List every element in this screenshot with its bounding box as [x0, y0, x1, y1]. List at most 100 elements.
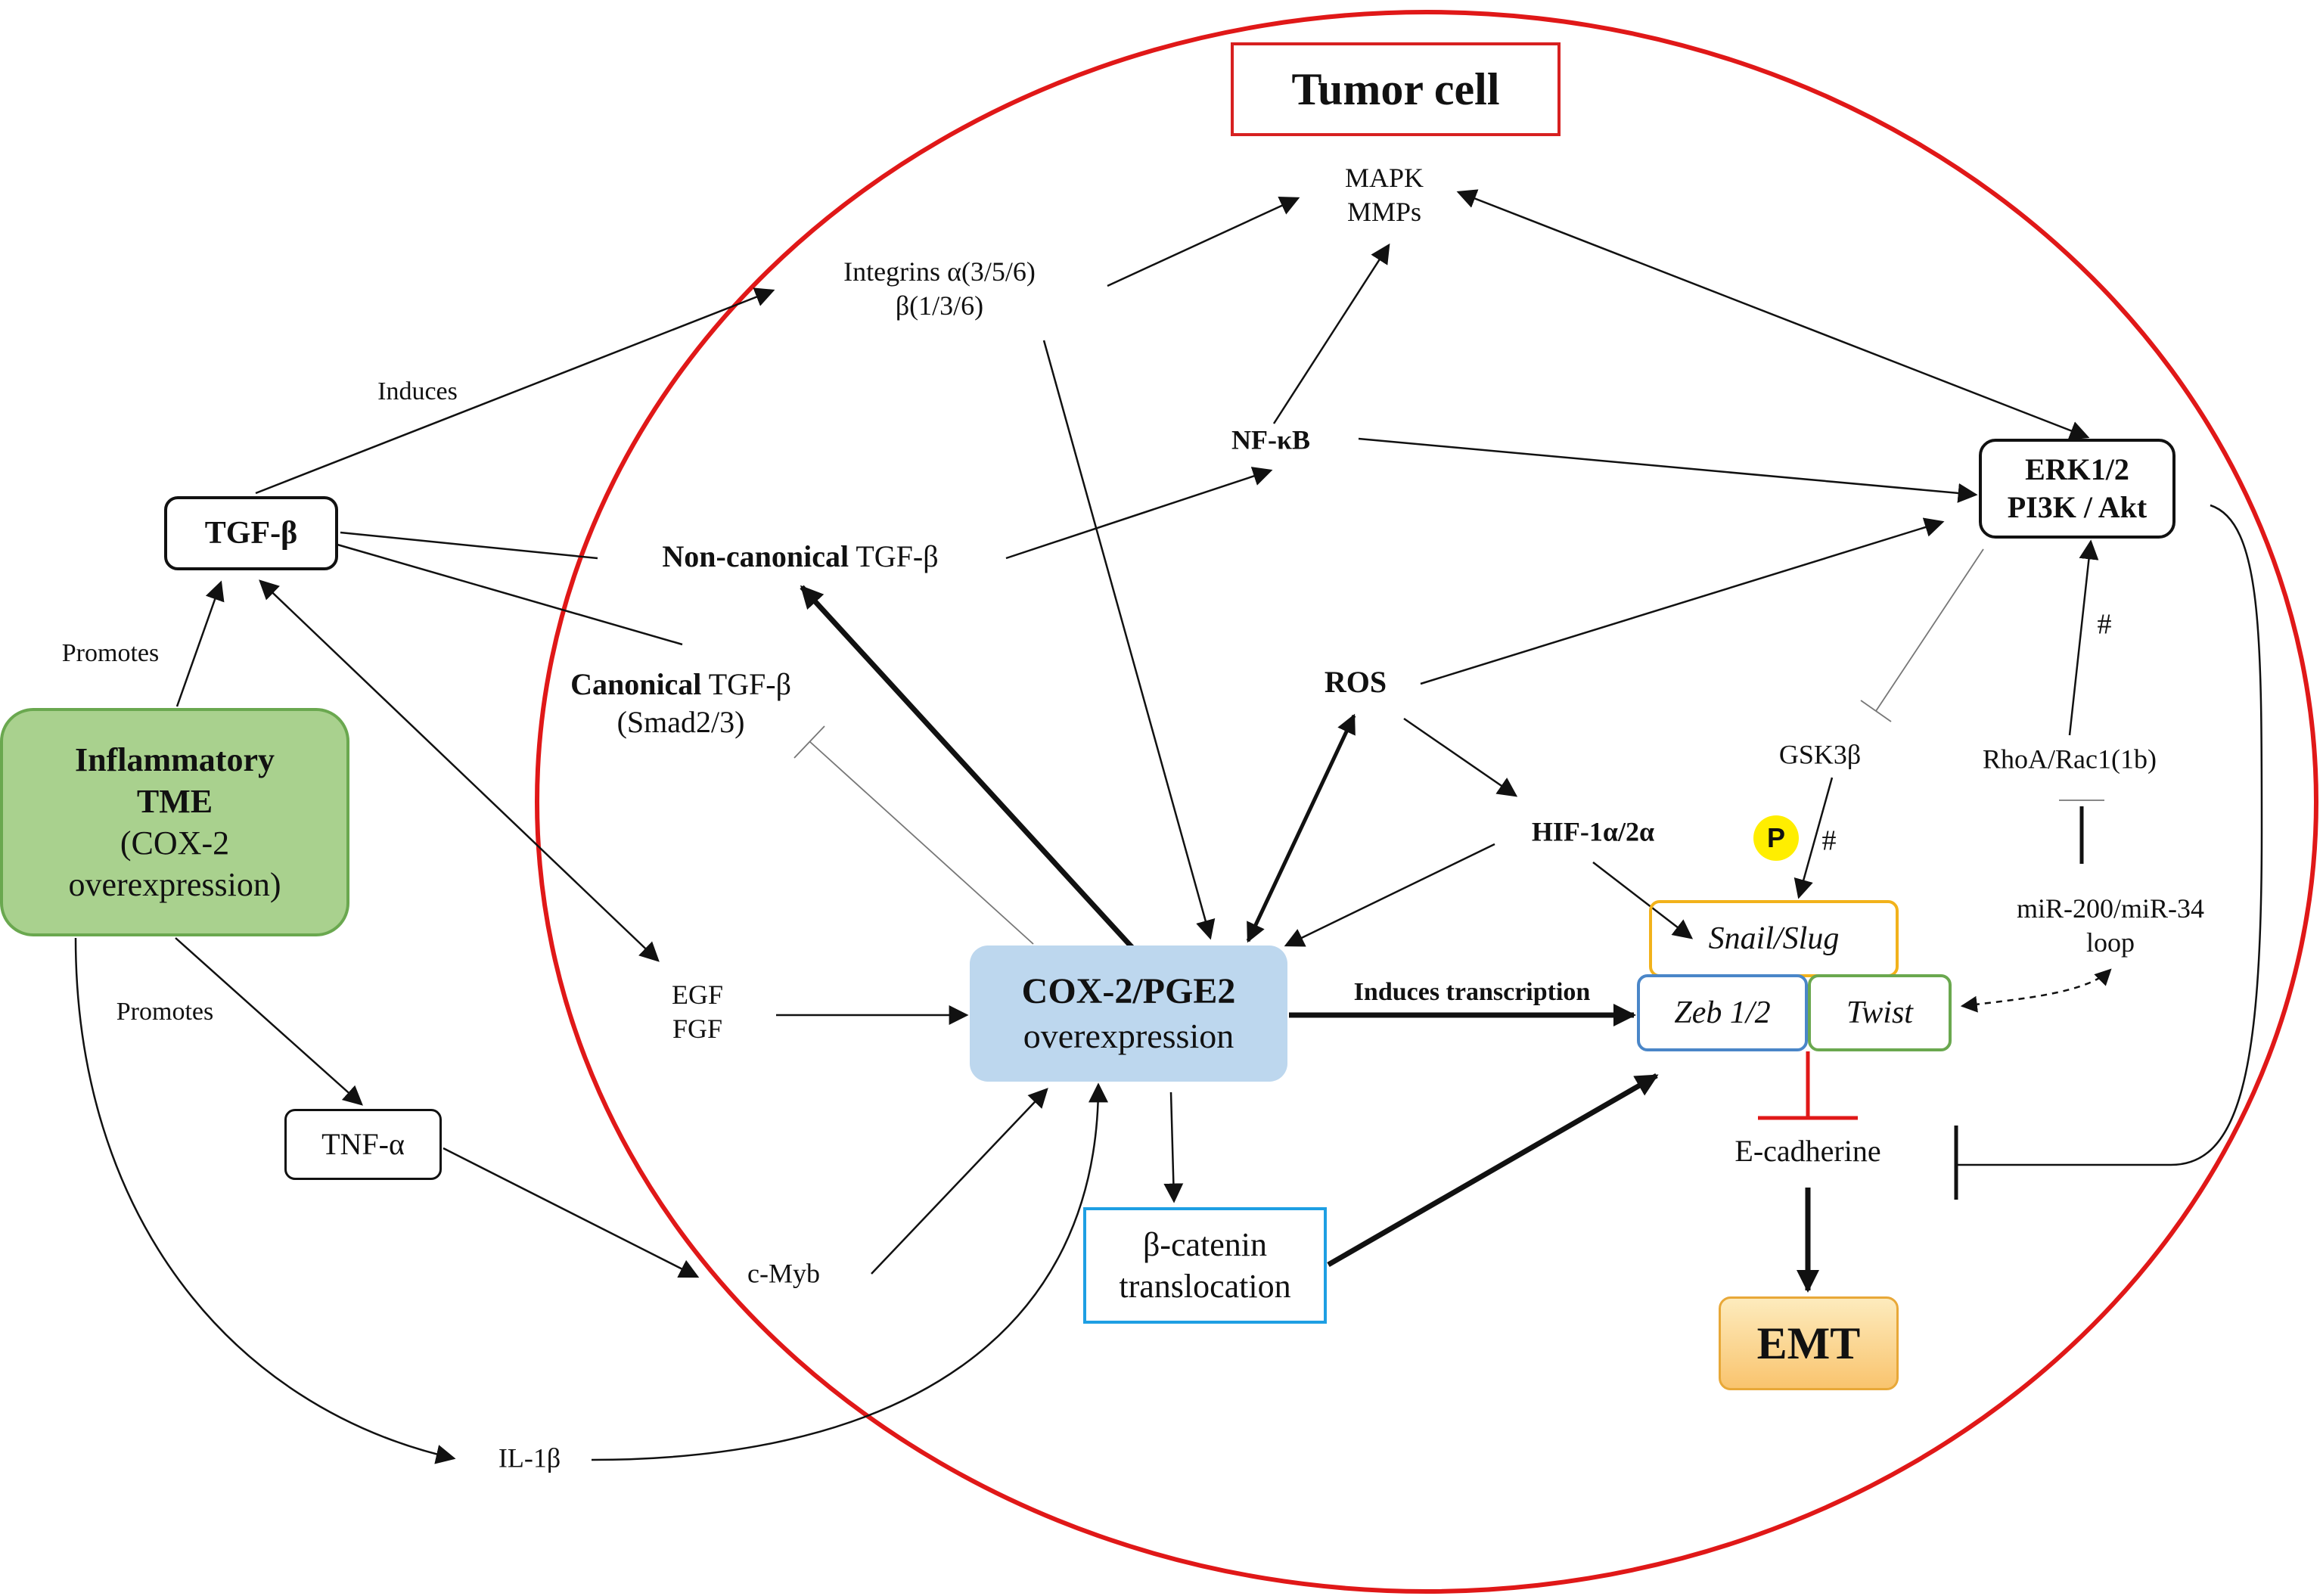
edge-integrins-mapk [1107, 196, 1300, 287]
edge-nfkb-erk [1358, 437, 1978, 503]
edge-erk-gsk-bar [1860, 700, 1892, 722]
edge-cox-catenin [1163, 1091, 1184, 1203]
edge-gsk-snail [1793, 777, 1834, 899]
node-hif: HIF-1α/2α [1532, 815, 1654, 849]
edge-tgf-egf [259, 579, 660, 962]
hash-rhoa-label: # [2097, 608, 2112, 641]
edge-tnf-cmyb [443, 1147, 700, 1278]
node-tgf-beta-label: TGF-β [204, 515, 298, 551]
edge-hif-cox [1284, 843, 1495, 947]
node-nf-kb: NF-κB [1231, 424, 1310, 458]
induces-label: Induces [377, 377, 458, 405]
hash-gsk-label: # [1821, 824, 1837, 857]
node-cox2-pge2: COX-2/PGE2 overexpression [970, 945, 1287, 1082]
catenin-line2: translocation [1119, 1268, 1291, 1305]
tme-line1: Inflammatory [75, 741, 275, 778]
node-gsk3b: GSK3β [1779, 738, 1861, 772]
rhoa-label: RhoA/Rac1(1b) [1983, 744, 2157, 775]
node-il1-beta: IL-1β [498, 1442, 561, 1476]
edge-cox-canonical-inhibit [809, 741, 1034, 945]
snail-label: Snail/Slug [1708, 921, 1840, 956]
il1-beta-label: IL-1β [498, 1442, 561, 1473]
edge-tgf-noncanonical [340, 531, 598, 560]
zeb-label: Zeb 1/2 [1674, 995, 1771, 1030]
induces-transcription-label: Induces transcription [1353, 977, 1591, 1006]
node-egf-fgf: EGF FGF [672, 978, 723, 1046]
erk-line2: PI3K / Akt [2007, 490, 2148, 524]
edge-nfkb-mapk [1272, 243, 1390, 424]
edge-label-promotes-tnf: Promotes [116, 996, 213, 1029]
node-integrins: Integrins α(3/5/6) β(1/3/6) [843, 255, 1036, 323]
tme-line4: overexpression) [68, 866, 281, 903]
edge-tme-tnf [175, 937, 363, 1106]
hif-label: HIF-1α/2α [1531, 816, 1655, 847]
edge-cox-ros [1246, 713, 1356, 943]
title-box: Tumor cell [1231, 42, 1561, 136]
node-tgf-beta: TGF-β [164, 496, 338, 570]
edge-rhoa-erk [2068, 539, 2099, 736]
node-beta-catenin: β-catenin translocation [1083, 1207, 1327, 1324]
e-cadherine-label: E-cadherine [1734, 1134, 1881, 1168]
node-erk-pi3k: ERK1/2 PI3K / Akt [1979, 439, 2175, 539]
nf-kb-label: NF-κB [1231, 424, 1310, 455]
edge-noncanonical-nfkb [1005, 467, 1273, 560]
tme-line2: TME [136, 783, 213, 820]
promotes-tnf-label: Promotes [116, 997, 214, 1026]
mapk-line1: MAPK [1344, 163, 1424, 193]
cox-line2: overexpression [1023, 1017, 1234, 1056]
edge-label-induces-transcription: Induces transcription [1354, 977, 1591, 1009]
node-e-cadherine: E-cadherine [1734, 1132, 1880, 1170]
node-snail-slug: Snail/Slug [1649, 900, 1899, 977]
node-canonical-tgf: Canonical TGF-β (Smad2/3) [570, 666, 791, 741]
promotes-tgf-label: Promotes [61, 638, 160, 667]
node-twist: Twist [1808, 974, 1952, 1051]
edge-label-hash-rhoa: # [2098, 607, 2112, 643]
node-c-myb: c-Myb [747, 1257, 820, 1291]
non-canonical-bold: Non-canonical [662, 539, 849, 573]
edge-hif-snail [1592, 862, 1694, 939]
edge-erk-gsk-inhibit [1875, 548, 1984, 712]
edge-erk-ecad [1958, 504, 2263, 1166]
node-tnf-alpha-label: TNF-α [321, 1127, 405, 1161]
phosphorylation-badge-label: P [1766, 822, 1785, 853]
mir-line2: loop [2085, 927, 2135, 958]
twist-label: Twist [1846, 995, 1913, 1030]
node-tnf-alpha: TNF-α [284, 1109, 442, 1180]
integrins-line1: Integrins α(3/5/6) [843, 256, 1036, 287]
edge-cmyb-cox [871, 1088, 1048, 1275]
erk-line1: ERK1/2 [2025, 452, 2129, 486]
canonical-bold: Canonical [570, 667, 702, 701]
edge-ros-erk [1420, 517, 1945, 685]
node-emt: EMT [1719, 1296, 1899, 1390]
cox-line1: COX-2/PGE2 [1021, 971, 1236, 1012]
node-zeb: Zeb 1/2 [1637, 974, 1808, 1051]
ros-label: ROS [1324, 665, 1387, 699]
page-title: Tumor cell [1291, 64, 1500, 114]
edge-tgf-integrins [255, 287, 775, 495]
canonical-line2: (Smad2/3) [616, 705, 745, 739]
tumor-cell-outline [535, 10, 2318, 1594]
edge-tme-tgf [175, 580, 225, 707]
integrins-line2: β(1/3/6) [895, 290, 984, 321]
node-inflammatory-tme: Inflammatory TME (COX-2 overexpression) [0, 708, 349, 936]
tme-line3: (COX-2 [120, 824, 230, 862]
edge-tme-il1b [74, 937, 456, 1464]
edge-mapk-erk [1456, 189, 2090, 440]
edge-label-promotes-tgf: Promotes [62, 638, 159, 670]
catenin-line1: β-catenin [1142, 1226, 1268, 1263]
edge-integrins-cox [1042, 340, 1216, 940]
node-mapk-mmps: MAPK MMPs [1345, 161, 1424, 229]
phosphorylation-badge: P [1753, 815, 1799, 861]
edge-label-induces: Induces [377, 376, 458, 408]
non-canonical-rest: TGF-β [849, 539, 939, 573]
edge-catenin-zeb [1327, 1073, 1659, 1268]
mir-line1: miR-200/miR-34 [2016, 893, 2205, 924]
edge-cox-canonical-bar [793, 725, 825, 759]
egf-line2: FGF [672, 1014, 723, 1044]
node-ros: ROS [1325, 663, 1387, 701]
node-non-canonical-tgf: Non-canonical TGF-β [662, 538, 938, 576]
edge-label-hash-gsk: # [1822, 823, 1837, 859]
edge-twist-mir [1960, 968, 2112, 1013]
